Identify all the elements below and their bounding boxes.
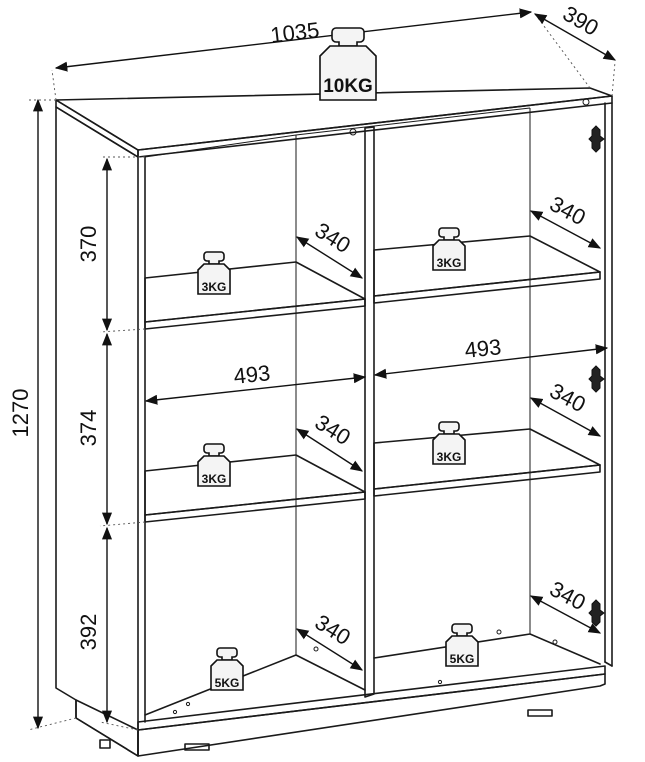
depth-dimension-line (533, 13, 617, 61)
left-shelf-1-top (144, 261, 366, 323)
weight-right-bottom-label: 5KG (450, 652, 475, 666)
shelf-depth-line (295, 236, 364, 279)
foot-right (527, 709, 553, 717)
dimension-labels: 1035 390 1270 370 374 392 493 493 340 34… (8, 1, 603, 651)
weight-right-1-label: 3KG (437, 256, 462, 270)
kettlebell-weight-icon: 3KG (197, 443, 231, 487)
foot-back (99, 739, 111, 749)
plinth-front (137, 673, 606, 757)
inner-width-left-label: 493 (232, 360, 271, 389)
shelf-depth-line (529, 210, 602, 249)
right-shelf-1-top (373, 235, 601, 297)
shelf-depth-label: 340 (546, 191, 590, 230)
right-panel-bottom (604, 661, 613, 667)
inner-width-right-label: 493 (463, 334, 502, 363)
hinge-icon (588, 125, 605, 153)
weight-left-bottom-label: 5KG (215, 676, 240, 690)
left-shelf-2-front (144, 491, 366, 523)
left-shelf-1-front (144, 298, 366, 330)
kettlebell-weight-icon: 3KG (432, 421, 466, 465)
shelf-depth-label: 340 (546, 378, 590, 417)
top-board-edge-side (55, 99, 139, 158)
row-middle-label: 374 (76, 410, 101, 447)
shelf-depth-line (295, 628, 364, 671)
shelf-depth-line (529, 397, 602, 437)
hinge-icon (588, 365, 605, 393)
shelf-depth-label: 340 (311, 409, 355, 450)
right-bottom-back (373, 633, 601, 665)
weight-left-1-label: 3KG (202, 280, 227, 294)
kettlebell-weight-icon: 5KG (445, 623, 479, 667)
shelf-depth-label: 340 (546, 576, 590, 615)
weight-top-label: 10KG (323, 76, 373, 97)
hinge-icon (588, 599, 605, 627)
cabinet-structure (55, 87, 613, 757)
width-label: 1035 (269, 17, 321, 48)
assembly-holes (172, 98, 590, 715)
inner-width-right-line (373, 344, 609, 379)
width-dimension-line (54, 8, 533, 72)
foot-left (184, 743, 210, 751)
kettlebell-weight-icon: 3KG (432, 227, 466, 271)
weight-left-2-label: 3KG (202, 472, 227, 486)
height-label: 1270 (8, 389, 33, 438)
right-shelf-2-front (373, 464, 601, 497)
right-shelf-2-top (373, 428, 601, 490)
weight-right-2-label: 3KG (437, 450, 462, 464)
dimension-lines (32, 8, 617, 730)
shelf-depth-label: 340 (311, 217, 355, 258)
kettlebell-weight-icon: 3KG (197, 251, 231, 295)
center-divider (364, 126, 375, 698)
row-top-label: 370 (76, 226, 101, 263)
right-shelf-1-front (373, 271, 601, 304)
kettlebell-weight-icon: 10KG (319, 27, 377, 101)
shelf-depth-label: 340 (311, 609, 355, 650)
depth-label: 390 (559, 1, 603, 41)
row-bottom-label: 392 (76, 614, 101, 651)
shelf-depth-line (529, 595, 602, 634)
shelf-depth-line (295, 428, 364, 472)
inner-width-left-line (144, 373, 367, 405)
left-shelf-2-top (144, 454, 366, 516)
kettlebell-weight-icon: 5KG (210, 647, 244, 691)
